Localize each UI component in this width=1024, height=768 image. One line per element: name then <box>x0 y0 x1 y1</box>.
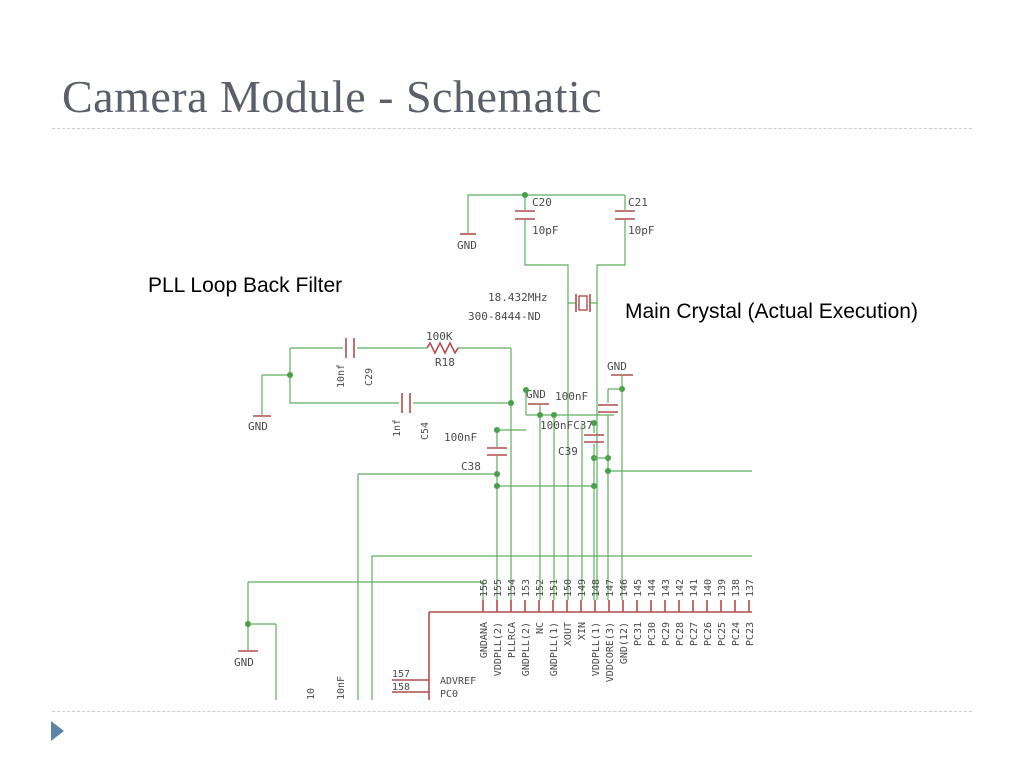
pin-number: 149 <box>577 579 588 597</box>
pin-name: PC23 <box>745 622 756 646</box>
pin-number: 141 <box>689 579 700 597</box>
c37-value: 100nF <box>555 390 588 403</box>
c38-value: 100nF <box>444 431 477 444</box>
pin-name: VDDPLL(1) <box>591 622 602 676</box>
c54-ref: C54 <box>420 422 431 440</box>
pin-name: GNDPLL(2) <box>521 622 532 676</box>
slide-title: Camera Module - Schematic <box>62 71 603 122</box>
pin-number: 158 <box>392 682 410 693</box>
pin-name: PC27 <box>689 622 700 646</box>
main-crystal-callout: Main Crystal (Actual Execution) <box>625 300 918 323</box>
pin-number: 138 <box>731 579 742 597</box>
c21-value: 10pF <box>628 224 655 237</box>
pin-number: 152 <box>535 579 546 597</box>
pin-number: 148 <box>591 579 602 597</box>
pin-name: PC24 <box>731 622 742 646</box>
crystal-frequency: 18.432MHz <box>488 291 548 304</box>
pin-number: 151 <box>549 579 560 597</box>
pin-name: GNDPLL(1) <box>549 622 560 676</box>
pin-name: NC <box>535 622 546 634</box>
pin-name: PC29 <box>661 622 672 646</box>
c29-value: 10nf <box>336 364 347 388</box>
gnd-label: GND <box>526 388 546 401</box>
gnd-label: GND <box>457 239 477 252</box>
gnd-label: GND <box>234 656 254 669</box>
pin-name: VDDCORE(3) <box>605 622 616 682</box>
pin-number: 143 <box>661 579 672 597</box>
pin-number: 146 <box>619 579 630 597</box>
gnd-label: GND <box>607 360 627 373</box>
pin-number: 137 <box>745 579 756 597</box>
c37-overlap-label: 100nFC37 <box>540 419 593 432</box>
pin-number: 153 <box>521 579 532 597</box>
pin-name: XOUT <box>563 622 574 646</box>
c38-ref: C38 <box>461 460 481 473</box>
pin-name: PC0 <box>440 689 458 700</box>
pin-name: PC30 <box>647 622 658 646</box>
pin-number: 145 <box>633 579 644 597</box>
c29-ref: C29 <box>364 368 375 386</box>
pin-name: ADVREF <box>440 676 476 687</box>
pin-number: 140 <box>703 579 714 597</box>
left-partial-label: 10nF <box>336 676 347 700</box>
r18-ref: R18 <box>435 356 455 369</box>
pin-name: XIN <box>577 622 588 640</box>
pll-loop-filter: GND 10nf C29 100K R18 1nf C54 <box>248 330 514 600</box>
pin-number: 142 <box>675 579 686 597</box>
pin-name: PC28 <box>675 622 686 646</box>
pin-number: 147 <box>605 579 616 597</box>
pin-number: 144 <box>647 579 658 597</box>
crystal-part-number: 300-8444-ND <box>468 310 541 323</box>
pin-number: 156 <box>479 579 490 597</box>
pin-name: GNDANA <box>479 622 490 658</box>
pin-name: PC25 <box>717 622 728 646</box>
pin-number: 155 <box>493 579 504 597</box>
gnd-label: GND <box>248 420 268 433</box>
title-divider <box>52 128 972 129</box>
pin-name: VDDPLL(2) <box>493 622 504 676</box>
c20-value: 10pF <box>532 224 559 237</box>
pin-name: PC31 <box>633 622 644 646</box>
decoupling-network: GND GND 100nF 100nFC37 C39 100nF C38 <box>234 360 752 700</box>
c54-value: 1nf <box>392 419 403 437</box>
left-partial-label: 10 <box>306 688 317 700</box>
pin-number: 150 <box>563 579 574 597</box>
crystal-load-network: GND C20 10pF C21 10pF <box>457 192 655 600</box>
pin-name: PC26 <box>703 622 714 646</box>
footer-divider <box>52 711 972 712</box>
pin-number: 139 <box>717 579 728 597</box>
c21-ref: C21 <box>628 196 648 209</box>
c39-ref: C39 <box>558 445 578 458</box>
pin-number: 154 <box>507 579 518 597</box>
pin-name: GND(12) <box>619 622 630 664</box>
pin-number: 157 <box>392 669 410 680</box>
pin-name: PLLRCA <box>507 622 518 658</box>
r18-value: 100K <box>426 330 453 343</box>
slide-bullet-icon <box>51 721 64 741</box>
pll-filter-callout: PLL Loop Back Filter <box>148 274 343 297</box>
c20-ref: C20 <box>532 196 552 209</box>
crystal: 18.432MHz 300-8444-ND <box>468 291 597 323</box>
